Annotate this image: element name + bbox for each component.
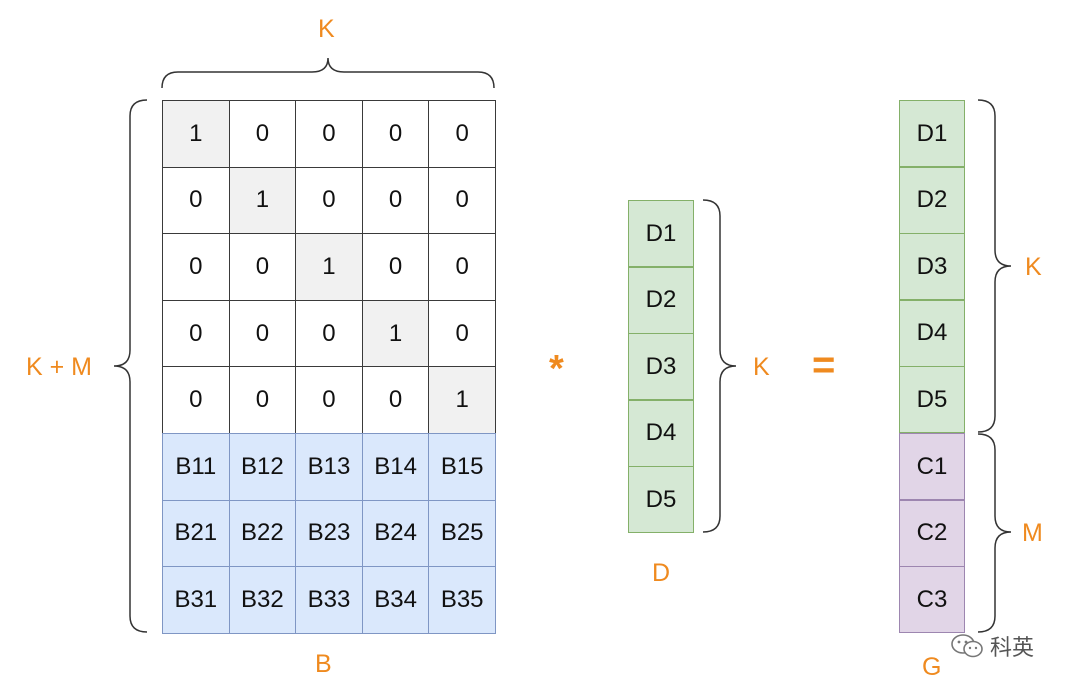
label-k-plus-m: K + M	[26, 353, 92, 381]
coding-cell: B14	[361, 433, 430, 501]
label-vector-d: D	[652, 559, 671, 587]
coding-cell: B21	[162, 499, 230, 568]
identity-cell: 0	[162, 166, 230, 235]
data-block-cell: D1	[899, 100, 965, 167]
equals-sign: =	[812, 343, 836, 387]
coding-cell: B25	[428, 499, 496, 568]
identity-cell: 0	[228, 366, 297, 434]
coding-cell: B24	[361, 499, 430, 568]
identity-cell: 0	[162, 233, 230, 301]
brace-g-m	[977, 433, 1012, 633]
label-k-d: K	[753, 353, 770, 381]
watermark: 科英	[950, 630, 1034, 662]
identity-cell: 1	[428, 366, 496, 434]
coding-cell: B22	[228, 499, 297, 568]
brace-top-k	[161, 57, 495, 89]
label-k-g: K	[1025, 253, 1042, 281]
coding-cell: B32	[228, 566, 297, 634]
coding-cell: B13	[295, 433, 363, 501]
data-block-cell: D5	[628, 466, 694, 534]
identity-cell: 0	[361, 233, 430, 301]
identity-cell: 1	[361, 299, 430, 368]
coding-cell: B15	[428, 433, 496, 501]
coding-cell: B34	[361, 566, 430, 634]
identity-cell: 0	[428, 166, 496, 235]
watermark-text: 科英	[990, 635, 1035, 660]
identity-cell: 0	[428, 299, 496, 368]
label-matrix-b: B	[315, 650, 332, 678]
identity-cell: 0	[228, 233, 297, 301]
brace-d-k	[702, 199, 737, 533]
data-block-cell: D1	[628, 200, 694, 267]
identity-cell: 0	[295, 100, 363, 168]
label-vector-g: G	[922, 653, 942, 681]
brace-g-k	[977, 99, 1012, 433]
identity-cell: 1	[162, 100, 230, 168]
data-block-cell: D3	[899, 233, 965, 301]
label-m-g: M	[1022, 519, 1043, 547]
coding-cell: B35	[428, 566, 496, 634]
data-block-cell: D3	[628, 333, 694, 401]
identity-cell: 1	[295, 233, 363, 301]
parity-block-cell: C1	[899, 433, 965, 500]
identity-cell: 0	[428, 100, 496, 168]
identity-cell: 0	[228, 100, 297, 168]
data-block-cell: D2	[899, 166, 965, 234]
identity-cell: 0	[295, 166, 363, 235]
brace-left-km	[113, 99, 148, 633]
data-block-cell: D4	[628, 399, 694, 467]
data-block-cell: D5	[899, 366, 965, 434]
parity-block-cell: C2	[899, 499, 965, 567]
identity-cell: 0	[361, 100, 430, 168]
identity-cell: 0	[361, 166, 430, 235]
data-block-cell: D2	[628, 266, 694, 334]
coding-cell: B31	[162, 566, 230, 634]
data-block-cell: D4	[899, 299, 965, 367]
coding-cell: B33	[295, 566, 363, 634]
coding-cell: B23	[295, 499, 363, 568]
label-k-top: K	[318, 15, 335, 43]
chat-bubble-icon	[951, 634, 983, 658]
identity-cell: 1	[228, 166, 297, 235]
identity-cell: 0	[428, 233, 496, 301]
parity-block-cell: C3	[899, 566, 965, 634]
identity-cell: 0	[228, 299, 297, 368]
identity-cell: 0	[162, 366, 230, 434]
identity-cell: 0	[295, 299, 363, 368]
multiply-sign: *	[549, 348, 564, 390]
coding-cell: B12	[228, 433, 297, 501]
identity-cell: 0	[295, 366, 363, 434]
identity-cell: 0	[162, 299, 230, 368]
identity-cell: 0	[361, 366, 430, 434]
coding-cell: B11	[162, 433, 230, 501]
